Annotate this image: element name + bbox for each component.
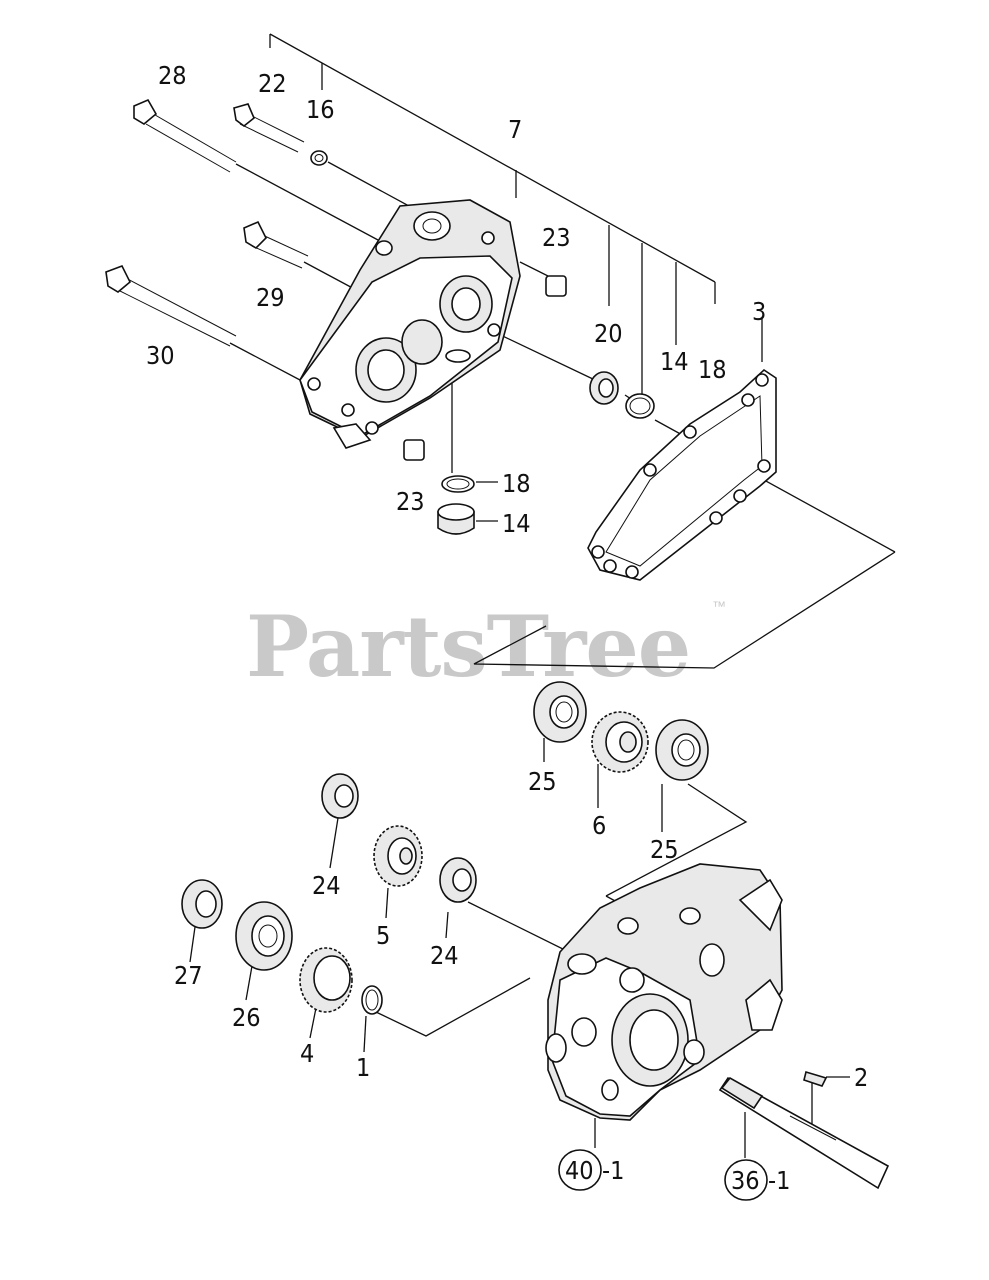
callout-40-number: 40: [565, 1156, 594, 1185]
bearing-26: [235, 901, 293, 971]
bearing-24-lower: [439, 857, 477, 903]
dowel-pin-23-upper: [545, 275, 567, 297]
ring-upper: [625, 393, 655, 419]
gasket-3: [587, 368, 777, 581]
callout-40-1: 40 -1: [558, 1149, 624, 1191]
callout-24-upper: 24: [312, 871, 341, 900]
plug-14: [437, 503, 475, 535]
callout-25-right: 25: [650, 835, 679, 864]
watermark: PartsTree ™: [246, 597, 726, 696]
callout-4: 4: [300, 1039, 314, 1068]
seal-20: [589, 371, 619, 405]
callout-5: 5: [376, 921, 390, 950]
callout-22: 22: [258, 69, 287, 98]
leader-lines: [189, 33, 896, 1158]
watermark-text: PartsTree: [246, 597, 690, 696]
cover-plate-7: [299, 199, 521, 449]
bearing-24-upper: [321, 773, 359, 819]
callout-27: 27: [174, 961, 203, 990]
gear-5: [373, 825, 423, 887]
callout-18-lower: 18: [502, 469, 531, 498]
callout-36-suffix: -1: [768, 1166, 790, 1195]
callout-7: 7: [508, 115, 522, 144]
housing-40-1: [545, 863, 783, 1121]
bearing-25-right: [655, 719, 709, 781]
callout-36-number: 36: [731, 1166, 760, 1195]
seal-27: [181, 879, 223, 929]
callout-26: 26: [232, 1003, 261, 1032]
gear-4: [299, 947, 353, 1013]
callout-3: 3: [752, 297, 766, 326]
snap-ring-1: [361, 985, 383, 1015]
key-2: [803, 1070, 828, 1087]
callout-23-lower: 23: [396, 487, 425, 516]
bolt-28: [133, 98, 237, 173]
washer-16: [310, 150, 328, 166]
bolt-29: [243, 220, 309, 269]
bolt-22: [233, 103, 305, 153]
callout-24-lower: 24: [430, 941, 459, 970]
callout-36-circle: [724, 1159, 768, 1201]
callout-36-1: 36 -1: [724, 1159, 790, 1201]
callout-40-suffix: -1: [602, 1156, 624, 1185]
callout-14-lower: 14: [502, 509, 531, 538]
gear-6: [591, 711, 649, 773]
callout-29: 29: [256, 283, 285, 312]
callout-2: 2: [854, 1063, 868, 1092]
callout-labels: 28 22 16 7 23 29 30 20 14 18 3 23 18 14 …: [146, 61, 868, 1092]
callout-30: 30: [146, 341, 175, 370]
callout-1: 1: [356, 1053, 370, 1082]
bearing-25-left: [533, 681, 587, 743]
dowel-pin-23-lower: [403, 439, 425, 461]
bolt-30: [105, 264, 237, 347]
callout-23-upper: 23: [542, 223, 571, 252]
callout-14-upper: 14: [660, 347, 689, 376]
watermark-trademark: ™: [712, 598, 726, 614]
callout-16: 16: [306, 95, 335, 124]
callout-20: 20: [594, 319, 623, 348]
shaft-36-1: [718, 1076, 890, 1190]
callout-25-left: 25: [528, 767, 557, 796]
o-ring-18: [441, 475, 475, 493]
callout-40-circle: [558, 1149, 602, 1191]
callout-28: 28: [158, 61, 187, 90]
callout-6: 6: [592, 811, 606, 840]
callout-18-upper: 18: [698, 355, 727, 384]
